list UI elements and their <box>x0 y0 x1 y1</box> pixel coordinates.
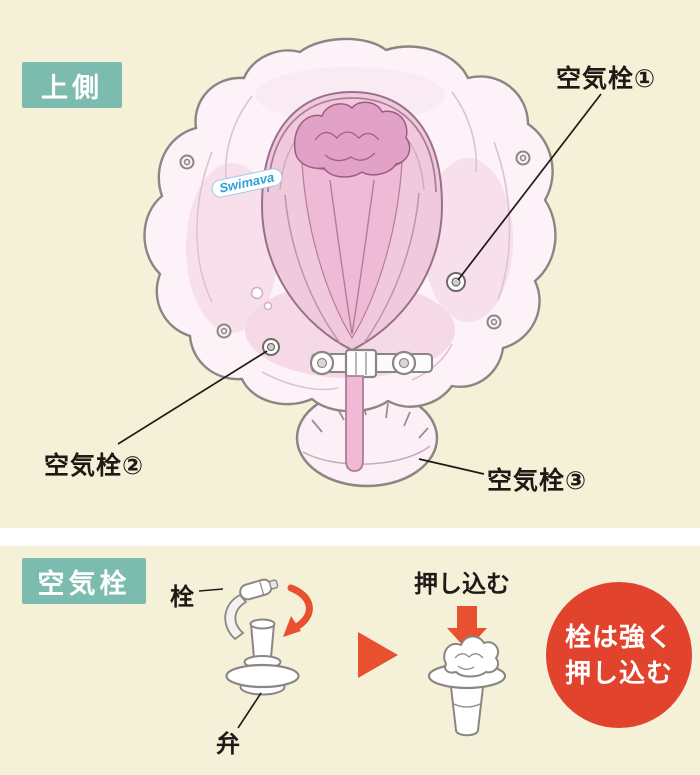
section-label-top-side: 上側 <box>22 62 122 108</box>
label-plug: 栓 <box>170 584 194 611</box>
note-circle: 栓は強く 押し込む <box>546 582 692 728</box>
step-arrow-triangle <box>358 632 398 678</box>
insert-arrow <box>283 584 313 637</box>
note-line-1: 栓は強く <box>564 622 673 652</box>
swim-ring-illustration <box>117 37 602 488</box>
note-line-2: 押し込む <box>564 658 673 688</box>
air-plug-panel: 空気栓 栓 弁 押し込む 栓は強く 押し込む <box>0 546 700 775</box>
label-push-in: 押し込む <box>414 571 510 598</box>
handle-strap <box>309 348 433 379</box>
section-label-air-plug: 空気栓 <box>22 558 146 604</box>
valve-open-illustration <box>224 578 300 696</box>
inner-opening <box>260 90 444 352</box>
label-air-plug-2: 空気栓② <box>44 452 145 480</box>
label-valve: 弁 <box>216 731 240 758</box>
label-lines <box>198 588 262 729</box>
label-air-plug-3: 空気栓③ <box>487 467 588 495</box>
highlight-bubbles <box>250 286 273 311</box>
top-view-panel: 上側 Swimava 空気栓① 空気栓② 空気栓③ <box>0 0 700 528</box>
annotation-lines <box>117 93 602 475</box>
edge-tabs <box>179 150 531 339</box>
label-air-plug-1: 空気栓① <box>556 65 657 93</box>
valve-pushed-illustration <box>427 635 507 737</box>
air-plug-illustration <box>198 578 507 737</box>
bottom-strap <box>345 375 364 472</box>
